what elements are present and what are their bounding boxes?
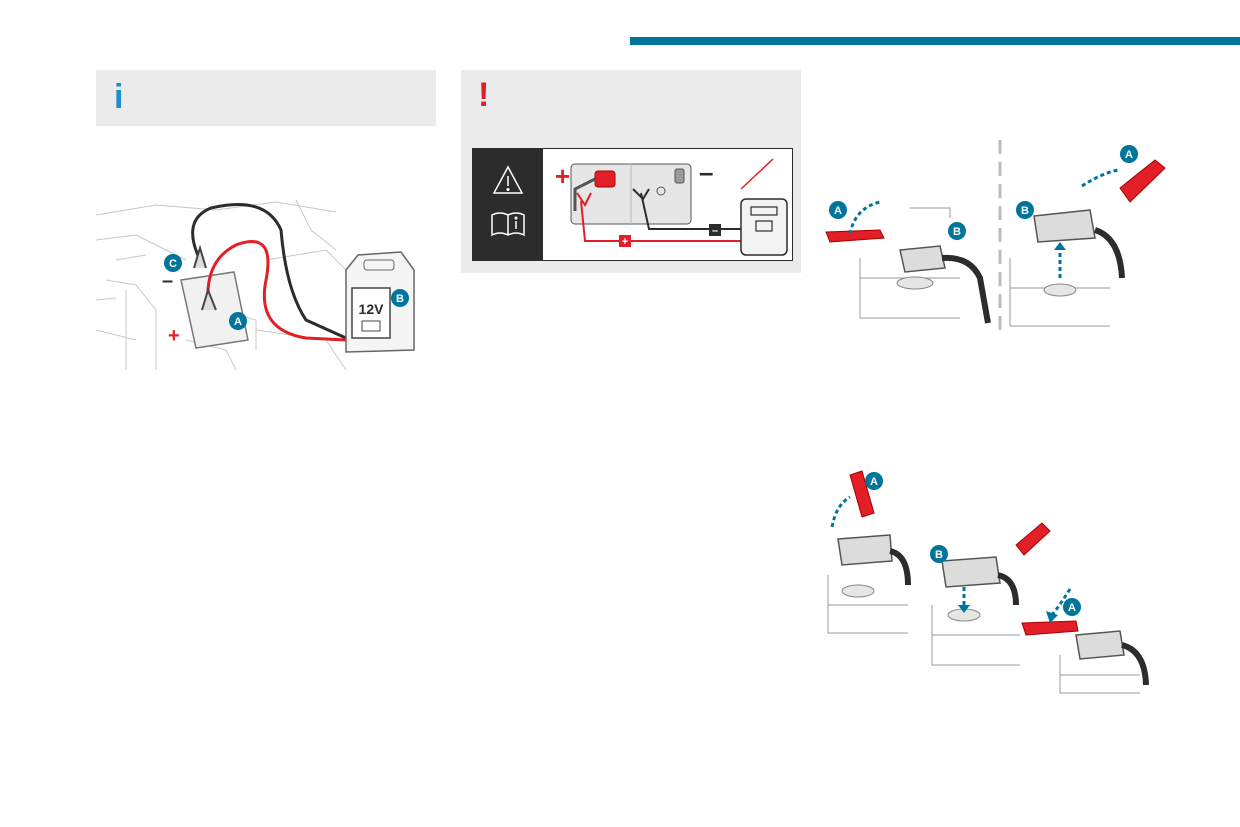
warning-icon: ! xyxy=(478,76,490,114)
left-post xyxy=(896,276,934,290)
left-cable xyxy=(941,254,991,324)
right-post xyxy=(1043,283,1077,297)
top-badge-b-left: B xyxy=(948,222,966,240)
svg-text:A: A xyxy=(1125,149,1133,161)
first-red-cover xyxy=(849,470,875,518)
terminal-cover-removal-illustration: A B A B xyxy=(820,138,1170,333)
right-terminal-clamp xyxy=(1033,209,1096,243)
right-red-cover xyxy=(1119,159,1166,203)
fuse-plus-symbol: + xyxy=(622,236,628,248)
positive-terminal-cap xyxy=(594,170,616,188)
warning-box: ! + – xyxy=(461,70,801,273)
negative-terminal xyxy=(674,168,685,184)
first-arrow xyxy=(830,495,851,528)
booster-pack: 12V xyxy=(345,251,415,353)
red-jumper-cable xyxy=(206,240,347,342)
info-box: i xyxy=(96,70,436,126)
terminal-cover-refit-illustration: A B A xyxy=(820,465,1160,695)
positive-clamp xyxy=(201,286,217,311)
svg-text:A: A xyxy=(870,476,878,488)
badge-c: C xyxy=(164,254,182,272)
third-red-cover xyxy=(1021,620,1079,636)
svg-text:A: A xyxy=(234,316,242,328)
third-terminal-sketch xyxy=(1059,655,1140,694)
section-accent-bar xyxy=(630,37,1240,45)
first-post xyxy=(841,584,875,598)
first-terminal-sketch xyxy=(827,575,908,634)
bottom-badge-a-first: A xyxy=(865,472,883,490)
third-terminal-clamp xyxy=(1075,630,1125,660)
pictogram-drawing: + – + – xyxy=(473,149,788,260)
second-red-cover xyxy=(1015,522,1051,556)
bottom-badge-b: B xyxy=(930,545,948,563)
top-badge-a-left: A xyxy=(829,201,847,219)
black-cable xyxy=(640,192,773,230)
right-cable xyxy=(1093,227,1125,279)
second-terminal-clamp xyxy=(941,556,1001,588)
badge-b: B xyxy=(391,289,409,307)
badge-a: A xyxy=(229,312,247,330)
warning-triangle-icon xyxy=(492,165,524,194)
fuse-negative xyxy=(709,224,721,236)
flip-arrow xyxy=(1081,168,1119,188)
fuse-positive xyxy=(619,235,631,247)
first-terminal-clamp xyxy=(837,534,893,566)
svg-text:A: A xyxy=(834,205,842,217)
black-jumper-cable xyxy=(191,203,347,340)
charger-icon xyxy=(740,198,788,256)
negative-symbol: – xyxy=(162,270,173,292)
left-arrow xyxy=(848,200,881,235)
plus-symbol: + xyxy=(555,161,570,191)
positive-symbol: + xyxy=(168,325,180,347)
battery-charging-pictogram: + – + – xyxy=(472,148,793,261)
svg-text:C: C xyxy=(169,258,177,270)
third-arrow xyxy=(1050,588,1072,616)
bottom-badge-a-third: A xyxy=(1063,598,1081,616)
voltage-label: 12V xyxy=(359,301,385,317)
red-slash xyxy=(740,158,774,190)
negative-clamp xyxy=(193,244,207,269)
manual-book-icon xyxy=(491,212,525,237)
info-icon: i xyxy=(114,78,124,116)
svg-text:A: A xyxy=(1068,602,1076,614)
top-badge-a-right: A xyxy=(1120,145,1138,163)
svg-text:B: B xyxy=(396,293,404,305)
minus-symbol: – xyxy=(699,157,713,187)
top-badge-b-right: B xyxy=(1016,201,1034,219)
svg-text:B: B xyxy=(1021,205,1029,217)
svg-text:B: B xyxy=(953,226,961,238)
red-cable xyxy=(580,200,773,242)
svg-text:B: B xyxy=(935,549,943,561)
left-terminal-clamp xyxy=(899,245,946,273)
black-clamp xyxy=(632,188,650,201)
jump-start-illustration: 12V + – A B C xyxy=(95,190,436,375)
fuse-minus-symbol: – xyxy=(712,225,718,237)
left-red-cover xyxy=(825,229,885,243)
second-terminal-sketch xyxy=(931,605,1020,666)
red-clamp xyxy=(576,192,592,207)
